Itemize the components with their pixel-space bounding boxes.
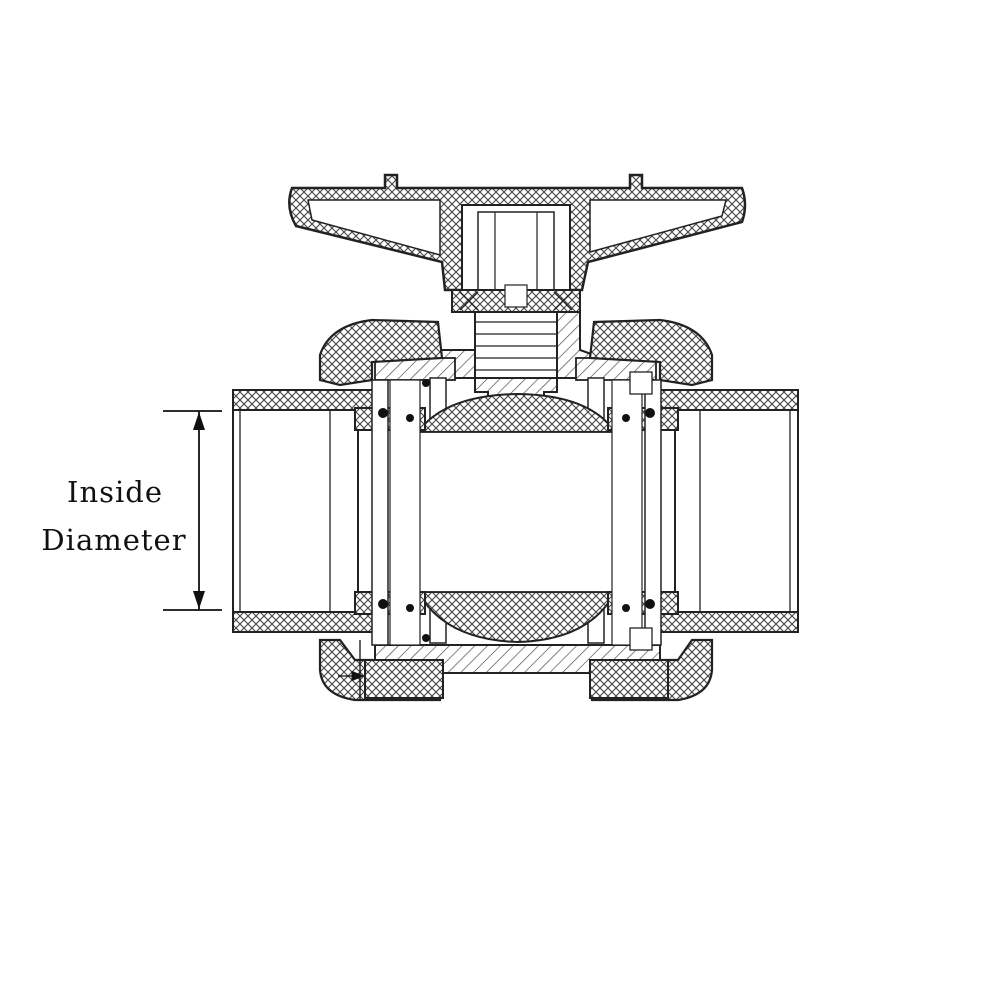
- inside-diameter-label-line2: Diameter: [41, 523, 187, 557]
- right-pipe: [659, 389, 799, 633]
- right-union-nut: [588, 318, 714, 702]
- right-end-connector: [607, 371, 679, 651]
- left-pipe: [232, 389, 374, 633]
- handle: [288, 173, 747, 313]
- left-union-nut: [318, 318, 444, 702]
- ball: [416, 392, 617, 644]
- dimension-arrow-top: [193, 412, 205, 430]
- dimension-arrow-bottom: [193, 591, 205, 609]
- pointer-arrow: [338, 640, 365, 700]
- inside-diameter-label-line1: Inside: [66, 475, 164, 509]
- left-end-connector: [354, 379, 430, 646]
- inside-diameter-dimension: [163, 410, 222, 611]
